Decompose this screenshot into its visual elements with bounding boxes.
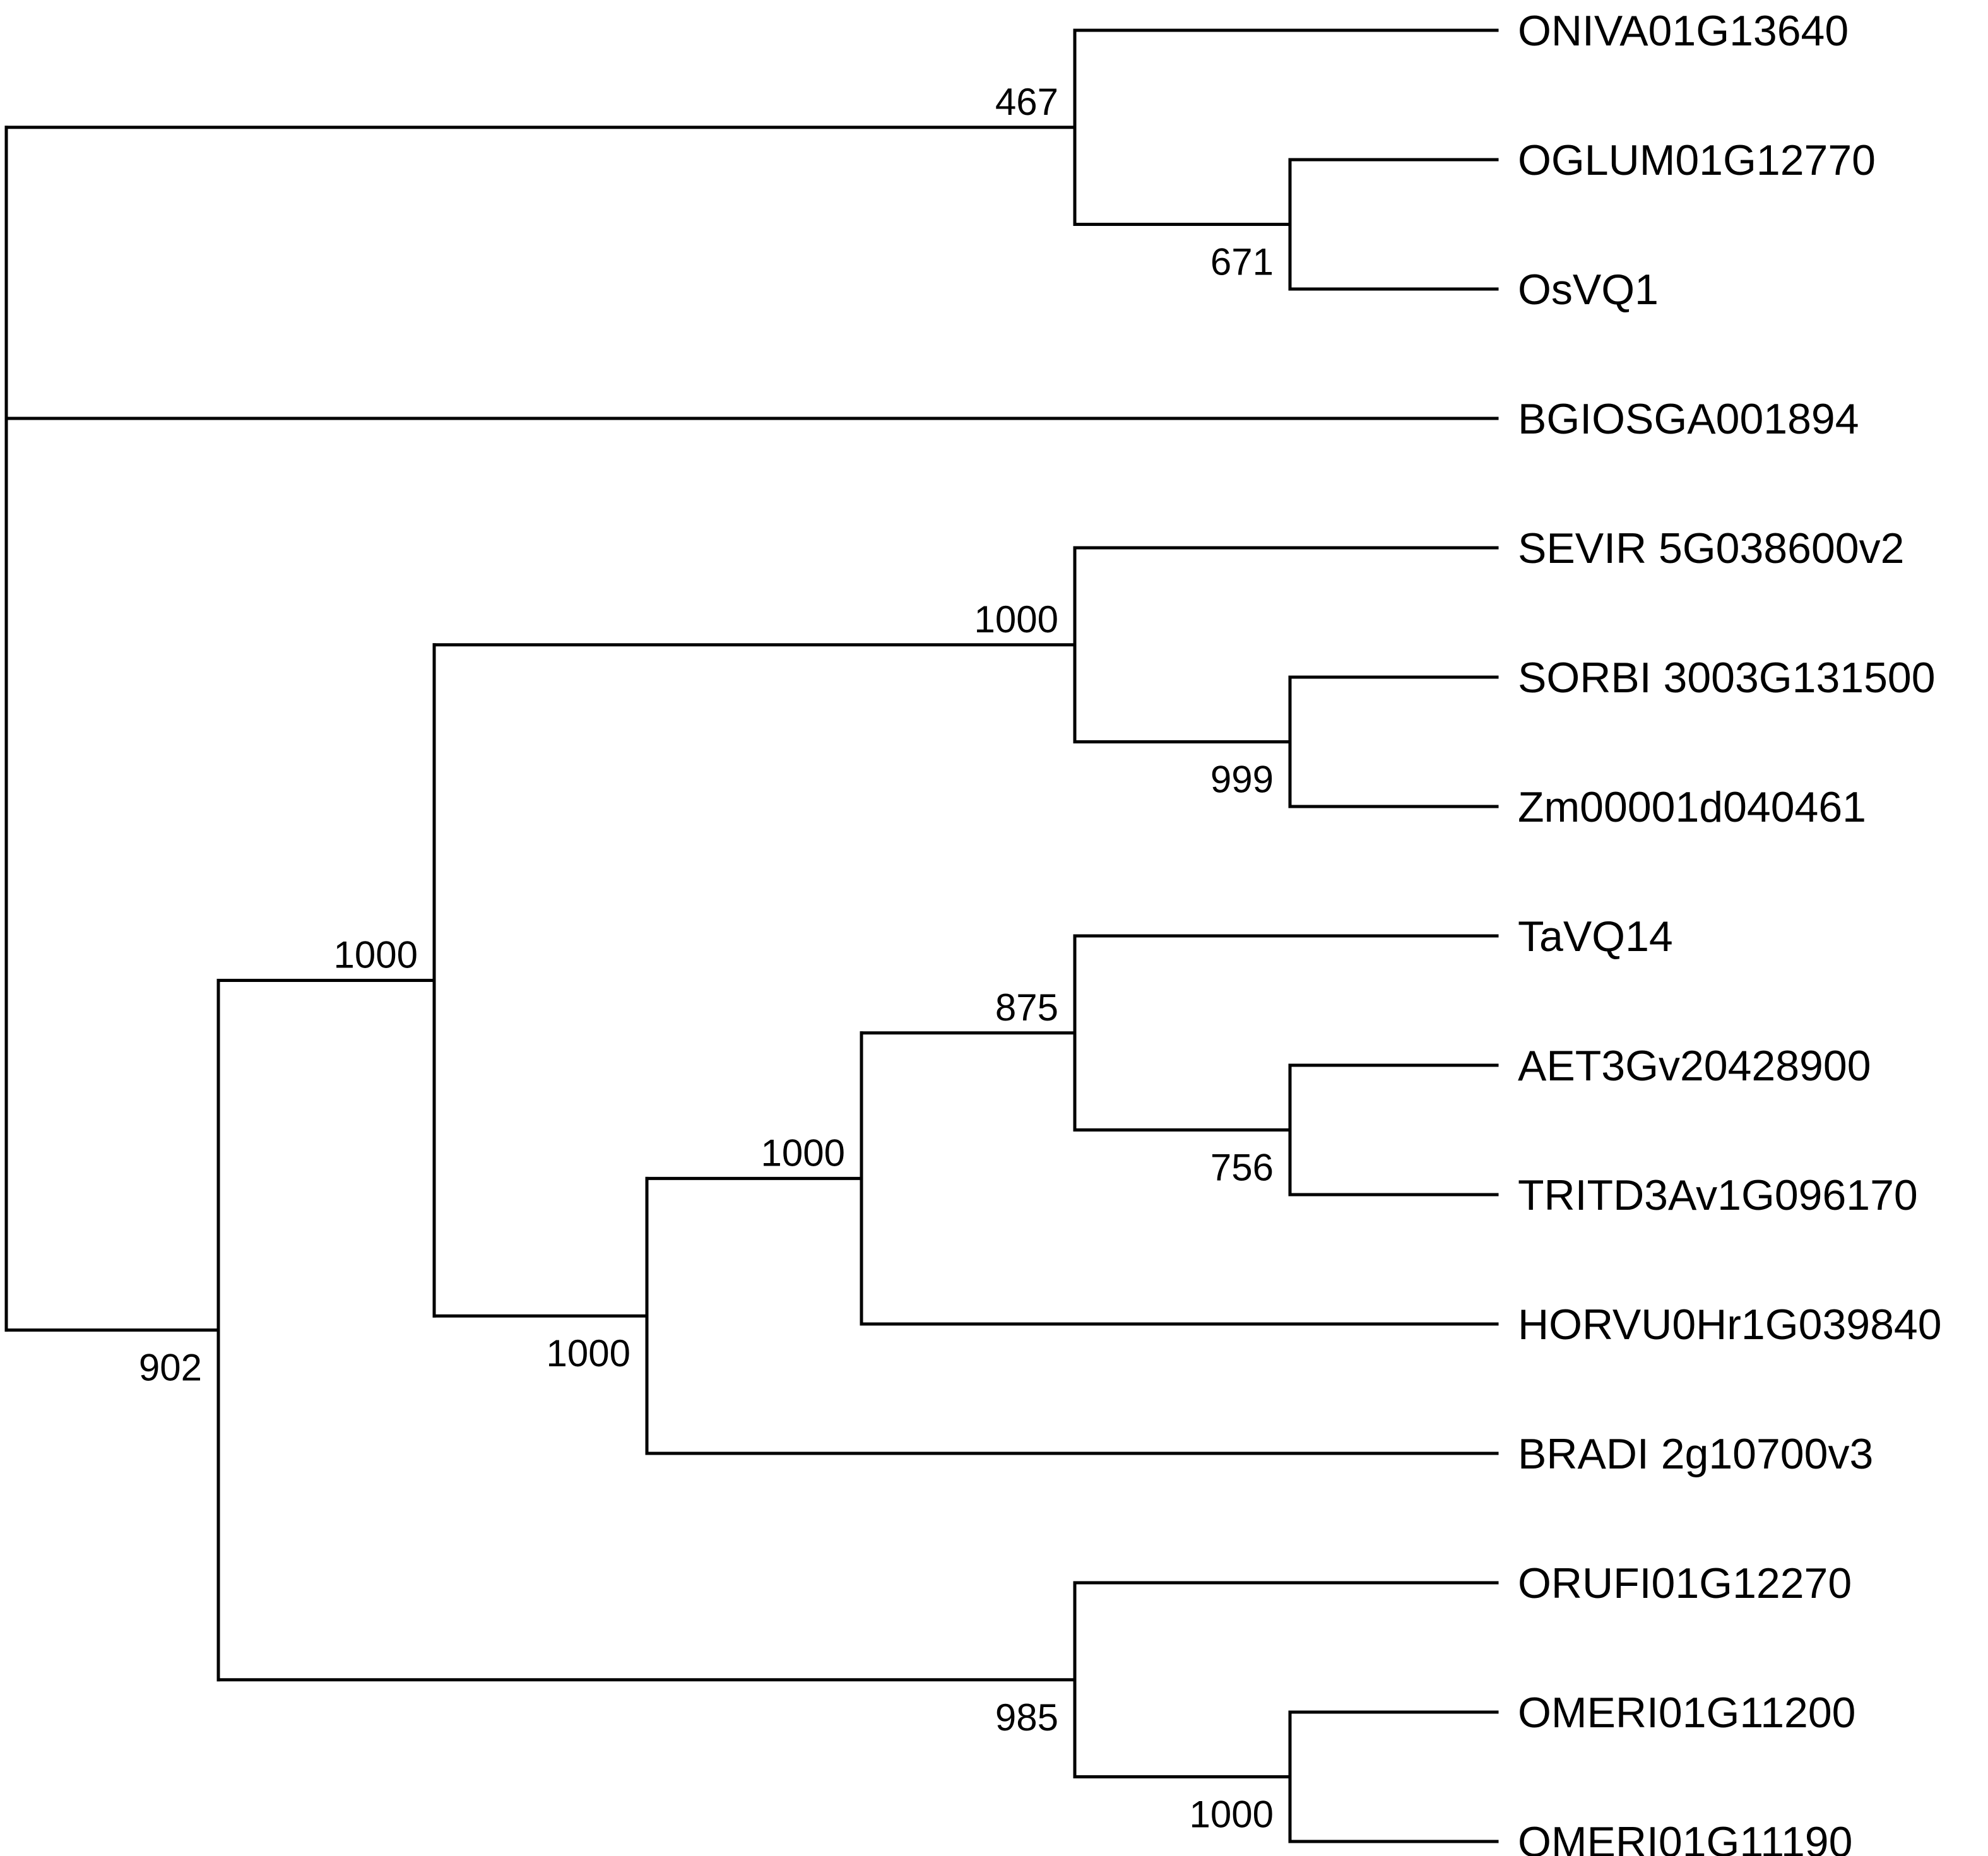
leaf-label-L13: ORUFI01G12270: [1518, 1559, 1852, 1607]
leaf-label-L14: OMERI01G11200: [1518, 1689, 1855, 1737]
leaf-label-L7: Zm00001d040461: [1518, 783, 1866, 831]
support-value-N22: 875: [995, 986, 1058, 1029]
support-value-N13: 999: [1210, 759, 1274, 801]
support-value-N20: 1000: [547, 1332, 630, 1374]
support-value-N11: 1000: [334, 933, 418, 976]
leaf-label-L5: SEVIR 5G038600v2: [1518, 524, 1904, 572]
support-value-N2: 671: [1210, 241, 1274, 283]
support-value-N30: 985: [995, 1696, 1058, 1739]
support-value-N1: 467: [995, 81, 1058, 123]
leaf-label-L15: OMERI01G11190: [1518, 1818, 1852, 1856]
support-value-N21: 1000: [761, 1132, 845, 1174]
support-values: 467 671 902 1000 1000 999 1000 1000 875 756 985 100…: [139, 81, 1274, 1836]
support-value-N10: 902: [139, 1347, 202, 1389]
leaf-label-L12: BRADI 2g10700v3: [1518, 1430, 1873, 1478]
support-value-N31: 1000: [1190, 1794, 1274, 1836]
support-value-N12: 1000: [974, 598, 1058, 641]
leaf-label-L6: SORBI 3003G131500: [1518, 654, 1936, 702]
leaf-label-L8: TaVQ14: [1518, 913, 1673, 961]
leaf-label-L2: OGLUM01G12770: [1518, 136, 1876, 184]
leaf-label-L3: OsVQ1: [1518, 266, 1659, 314]
leaf-label-L11: HORVU0Hr1G039840: [1518, 1301, 1942, 1349]
support-value-N23: 756: [1210, 1147, 1274, 1189]
tree-branches: [4, 28, 1499, 1843]
leaf-label-L1: ONIVA01G13640: [1518, 7, 1849, 55]
leaf-label-L4: BGIOSGA001894: [1518, 395, 1859, 443]
leaf-label-L10: TRITD3Av1G096170: [1518, 1171, 1918, 1219]
leaf-label-L9: AET3Gv20428900: [1518, 1042, 1871, 1090]
leaf-labels: ONIVA01G13640OGLUM01G12770OsVQ1BGIOSGA00…: [1518, 7, 1942, 1856]
